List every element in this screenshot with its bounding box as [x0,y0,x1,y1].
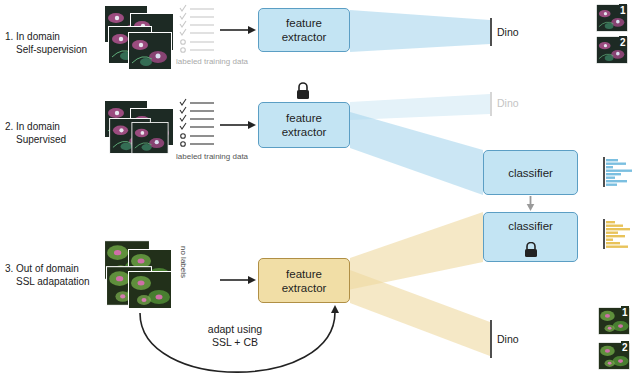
node-text: feature extractor [273,111,335,139]
projection-fan [350,10,490,52]
node-text: feature extractor [273,267,335,295]
input-arrow [220,121,256,129]
text-label: Self-supervision [16,43,87,56]
text-label: In domain [16,120,60,133]
class-histogram [604,157,632,187]
text-label: 3. [5,262,13,275]
image-stack [105,101,174,154]
text-label: In domain [16,30,60,43]
text-label: Supervised [16,133,66,146]
extractor-box: feature extractor [258,258,350,303]
node-text: feature extractor [273,16,335,44]
connector-arrow [530,196,532,205]
lock-icon [524,242,538,257]
embedding-bar [490,320,492,358]
projection-fan [350,212,483,290]
text-label: 2. [5,120,13,133]
class-histogram [604,219,630,249]
text-label: no labels [178,246,188,278]
embedding-bar [490,92,492,116]
arrow-head [527,204,535,211]
text-label: 1 [621,306,629,319]
extractor-box: feature extractor [258,102,350,148]
text-label: Dino [497,97,519,110]
text-label: SSL adapatation [16,275,90,288]
embedding-bar [490,18,492,46]
text-label: Out of domain [16,262,79,275]
lock-icon [297,83,309,99]
text-label: 1. [5,30,13,43]
lock-icon [524,242,538,257]
crop-thumbnails [596,5,627,64]
input-arrow [220,276,256,284]
node-text: classifier [508,219,553,233]
image-stack [105,241,172,309]
text-label: labeled training data [176,152,248,162]
text-label: 1 [619,4,627,17]
text-label: Dino [497,333,519,346]
text-label: labeled training data [176,57,248,67]
text-label: adapt using SSL + CB [202,323,268,349]
node-text: classifier [508,166,553,180]
input-arrow [220,26,256,34]
checklist [180,5,214,52]
projection-fan [350,112,483,195]
image-stack [105,6,174,70]
classifier-box: classifier [483,212,578,262]
projection-fan [350,94,490,120]
text-label: 2 [621,341,629,354]
text-label: Dino [497,26,519,39]
text-label: 2 [619,36,627,49]
adaptation-loop [140,305,339,372]
checklist [180,99,214,146]
classifier-box: classifier [483,150,578,195]
extractor-box: feature extractor [258,8,350,52]
